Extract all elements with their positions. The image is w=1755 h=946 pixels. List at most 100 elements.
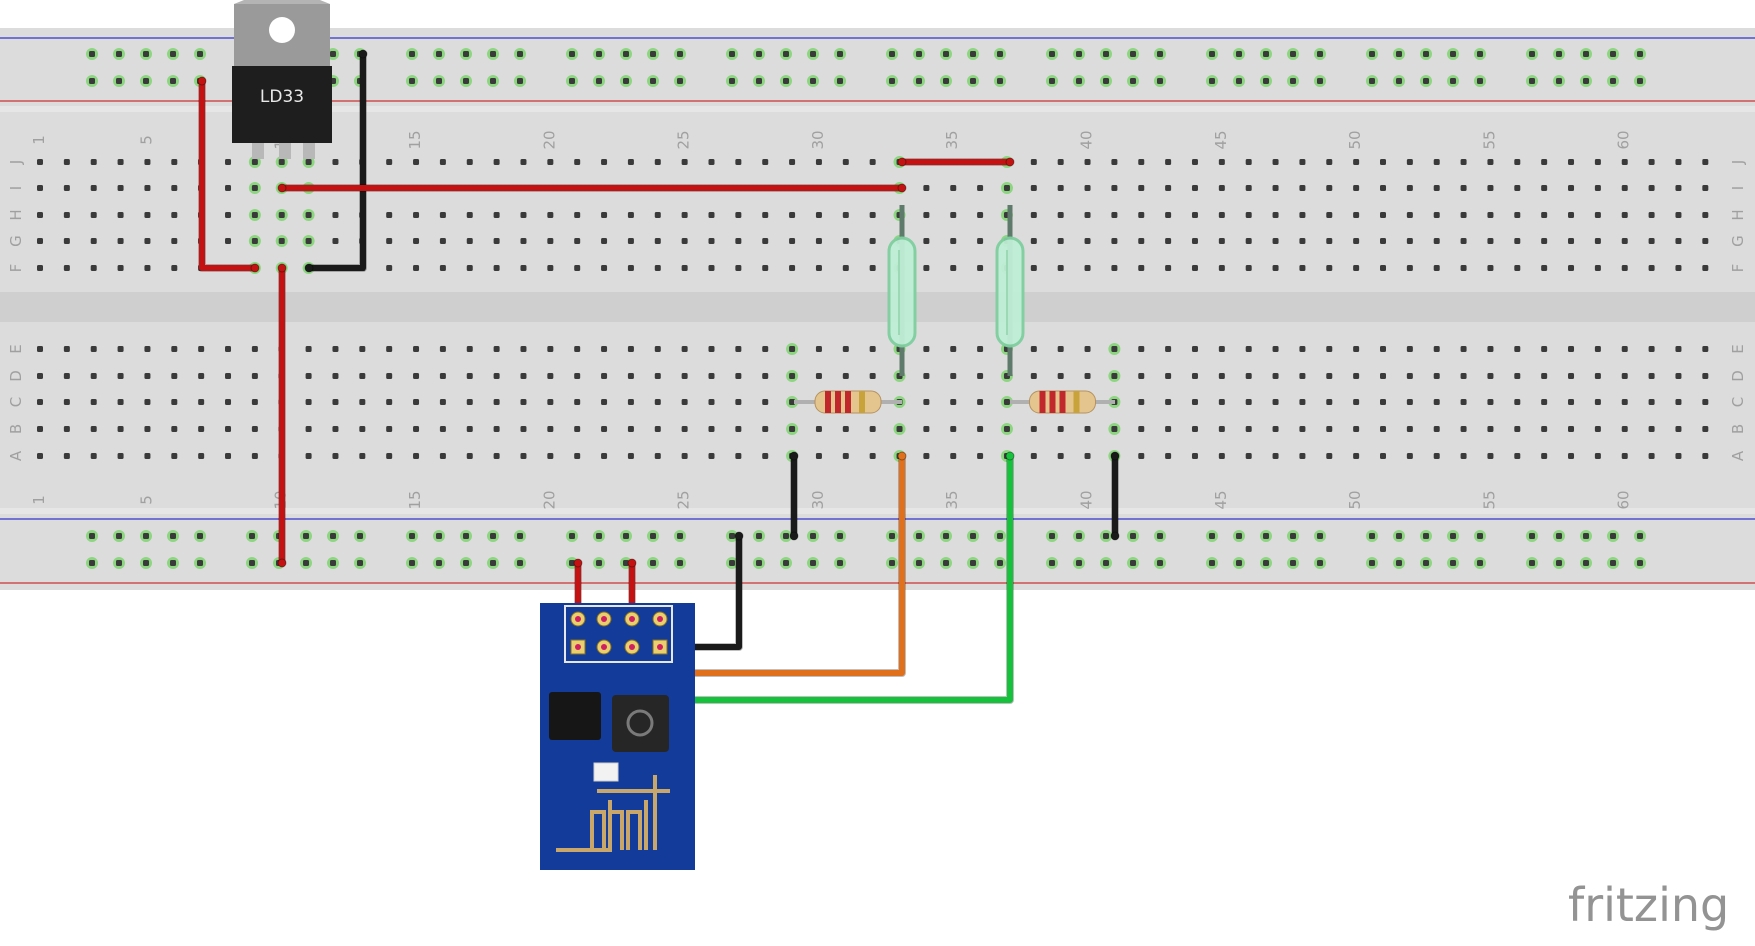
rail-hole: [463, 560, 469, 566]
breadboard-hole: [1675, 346, 1682, 352]
breadboard-hole: [1191, 265, 1198, 271]
breadboard-hole: [198, 373, 205, 379]
rail-hole: [463, 51, 469, 57]
breadboard-hole: [251, 373, 258, 379]
rail-hole: [436, 560, 442, 566]
breadboard-hole: [1165, 453, 1172, 459]
breadboard-hole: [681, 346, 688, 352]
resistor-band: [845, 391, 851, 413]
rail-hole: [1423, 78, 1429, 84]
breadboard-hole: [1541, 212, 1548, 218]
resistor-band: [1073, 391, 1080, 413]
breadboard-hole: [1621, 185, 1628, 191]
breadboard-hole: [413, 373, 420, 379]
breadboard-hole: [815, 453, 822, 459]
breadboard-hole: [171, 453, 178, 459]
breadboard-hole: [63, 346, 70, 352]
breadboard-hole: [1621, 212, 1628, 218]
breadboard-hole: [977, 399, 984, 405]
breadboard-hole: [251, 399, 258, 405]
breadboard-hole: [1084, 426, 1091, 432]
rail-hole: [1209, 78, 1215, 84]
breadboard-hole: [1702, 346, 1709, 352]
breadboard-hole: [1380, 346, 1386, 352]
breadboard-hole: [413, 426, 420, 432]
breadboard-hole: [413, 346, 420, 352]
column-number-label: 15: [406, 130, 424, 149]
wire-end: [277, 263, 287, 273]
breadboard-hole: [1380, 185, 1386, 191]
breadboard-hole: [1675, 212, 1682, 218]
breadboard-hole: [950, 265, 957, 271]
breadboard-hole: [681, 159, 688, 165]
breadboard-hole: [117, 265, 124, 271]
regulator-mount-hole: [269, 17, 295, 43]
rail-hole: [810, 533, 816, 539]
breadboard-hole: [1353, 185, 1360, 191]
rail-hole: [1130, 78, 1136, 84]
breadboard-hole: [225, 399, 232, 405]
breadboard-hole: [547, 346, 554, 352]
regulator-pin: [252, 143, 264, 159]
column-number-label: 1: [30, 135, 48, 145]
rail-hole: [916, 51, 922, 57]
breadboard-hole: [627, 373, 634, 379]
breadboard-hole: [1621, 426, 1628, 432]
breadboard-hole: [493, 265, 500, 271]
wire-black-resistor-ground-1: [789, 451, 799, 541]
breadboard-hole: [359, 346, 366, 352]
rail-hole: [1529, 51, 1535, 57]
breadboard-hole: [466, 346, 473, 352]
breadboard-hole: [1353, 426, 1360, 432]
breadboard-hole: [37, 238, 43, 244]
rail-hole: [1049, 560, 1055, 566]
rail-hole: [810, 51, 816, 57]
rail-hole: [1583, 533, 1589, 539]
rail-hole: [116, 533, 122, 539]
breadboard-hole: [1191, 212, 1198, 218]
breadboard-hole: [1460, 373, 1467, 379]
breadboard-hole: [1353, 453, 1360, 459]
rail-hole: [1477, 51, 1483, 57]
breadboard-hole: [171, 238, 178, 244]
rail-hole: [409, 533, 415, 539]
breadboard-hole: [1568, 373, 1575, 379]
column-number-label: 5: [137, 135, 155, 145]
breadboard-hole: [842, 346, 849, 352]
rail-hole: [596, 78, 602, 84]
wire-red-rail-to-regulator: [197, 76, 260, 273]
column-number-label: 35: [943, 490, 961, 509]
breadboard-hole: [493, 453, 500, 459]
breadboard-hole: [1568, 159, 1575, 165]
esp-pcb-antenna: [556, 775, 657, 852]
breadboard-hole: [950, 399, 957, 405]
breadboard-hole: [950, 426, 957, 432]
wire-end: [627, 558, 637, 568]
breadboard-hole: [1541, 426, 1548, 432]
rail-hole: [837, 78, 843, 84]
row-letter-label: J: [7, 160, 25, 165]
breadboard-hole: [789, 399, 796, 405]
rail-hole: [916, 533, 922, 539]
breadboard-hole: [520, 212, 527, 218]
breadboard-hole: [1165, 399, 1172, 405]
breadboard-hole: [1111, 212, 1118, 218]
breadboard-hole: [520, 453, 527, 459]
rail-hole: [623, 533, 629, 539]
rail-hole: [436, 51, 442, 57]
breadboard-hole: [439, 426, 446, 432]
breadboard-hole: [466, 399, 473, 405]
rail-hole: [1556, 51, 1562, 57]
breadboard-hole: [1380, 373, 1386, 379]
breadboard-hole: [1111, 265, 1118, 271]
breadboard-hole: [1568, 212, 1575, 218]
rail-hole: [1076, 78, 1082, 84]
breadboard-hole: [386, 373, 393, 379]
breadboard-hole: [144, 346, 151, 352]
column-number-label: 25: [675, 490, 693, 509]
breadboard-hole: [1514, 426, 1521, 432]
wire-end: [1110, 531, 1120, 541]
wire-end: [734, 531, 744, 541]
esp-header-pin-center: [601, 616, 607, 622]
row-letter-label: G: [7, 235, 25, 247]
